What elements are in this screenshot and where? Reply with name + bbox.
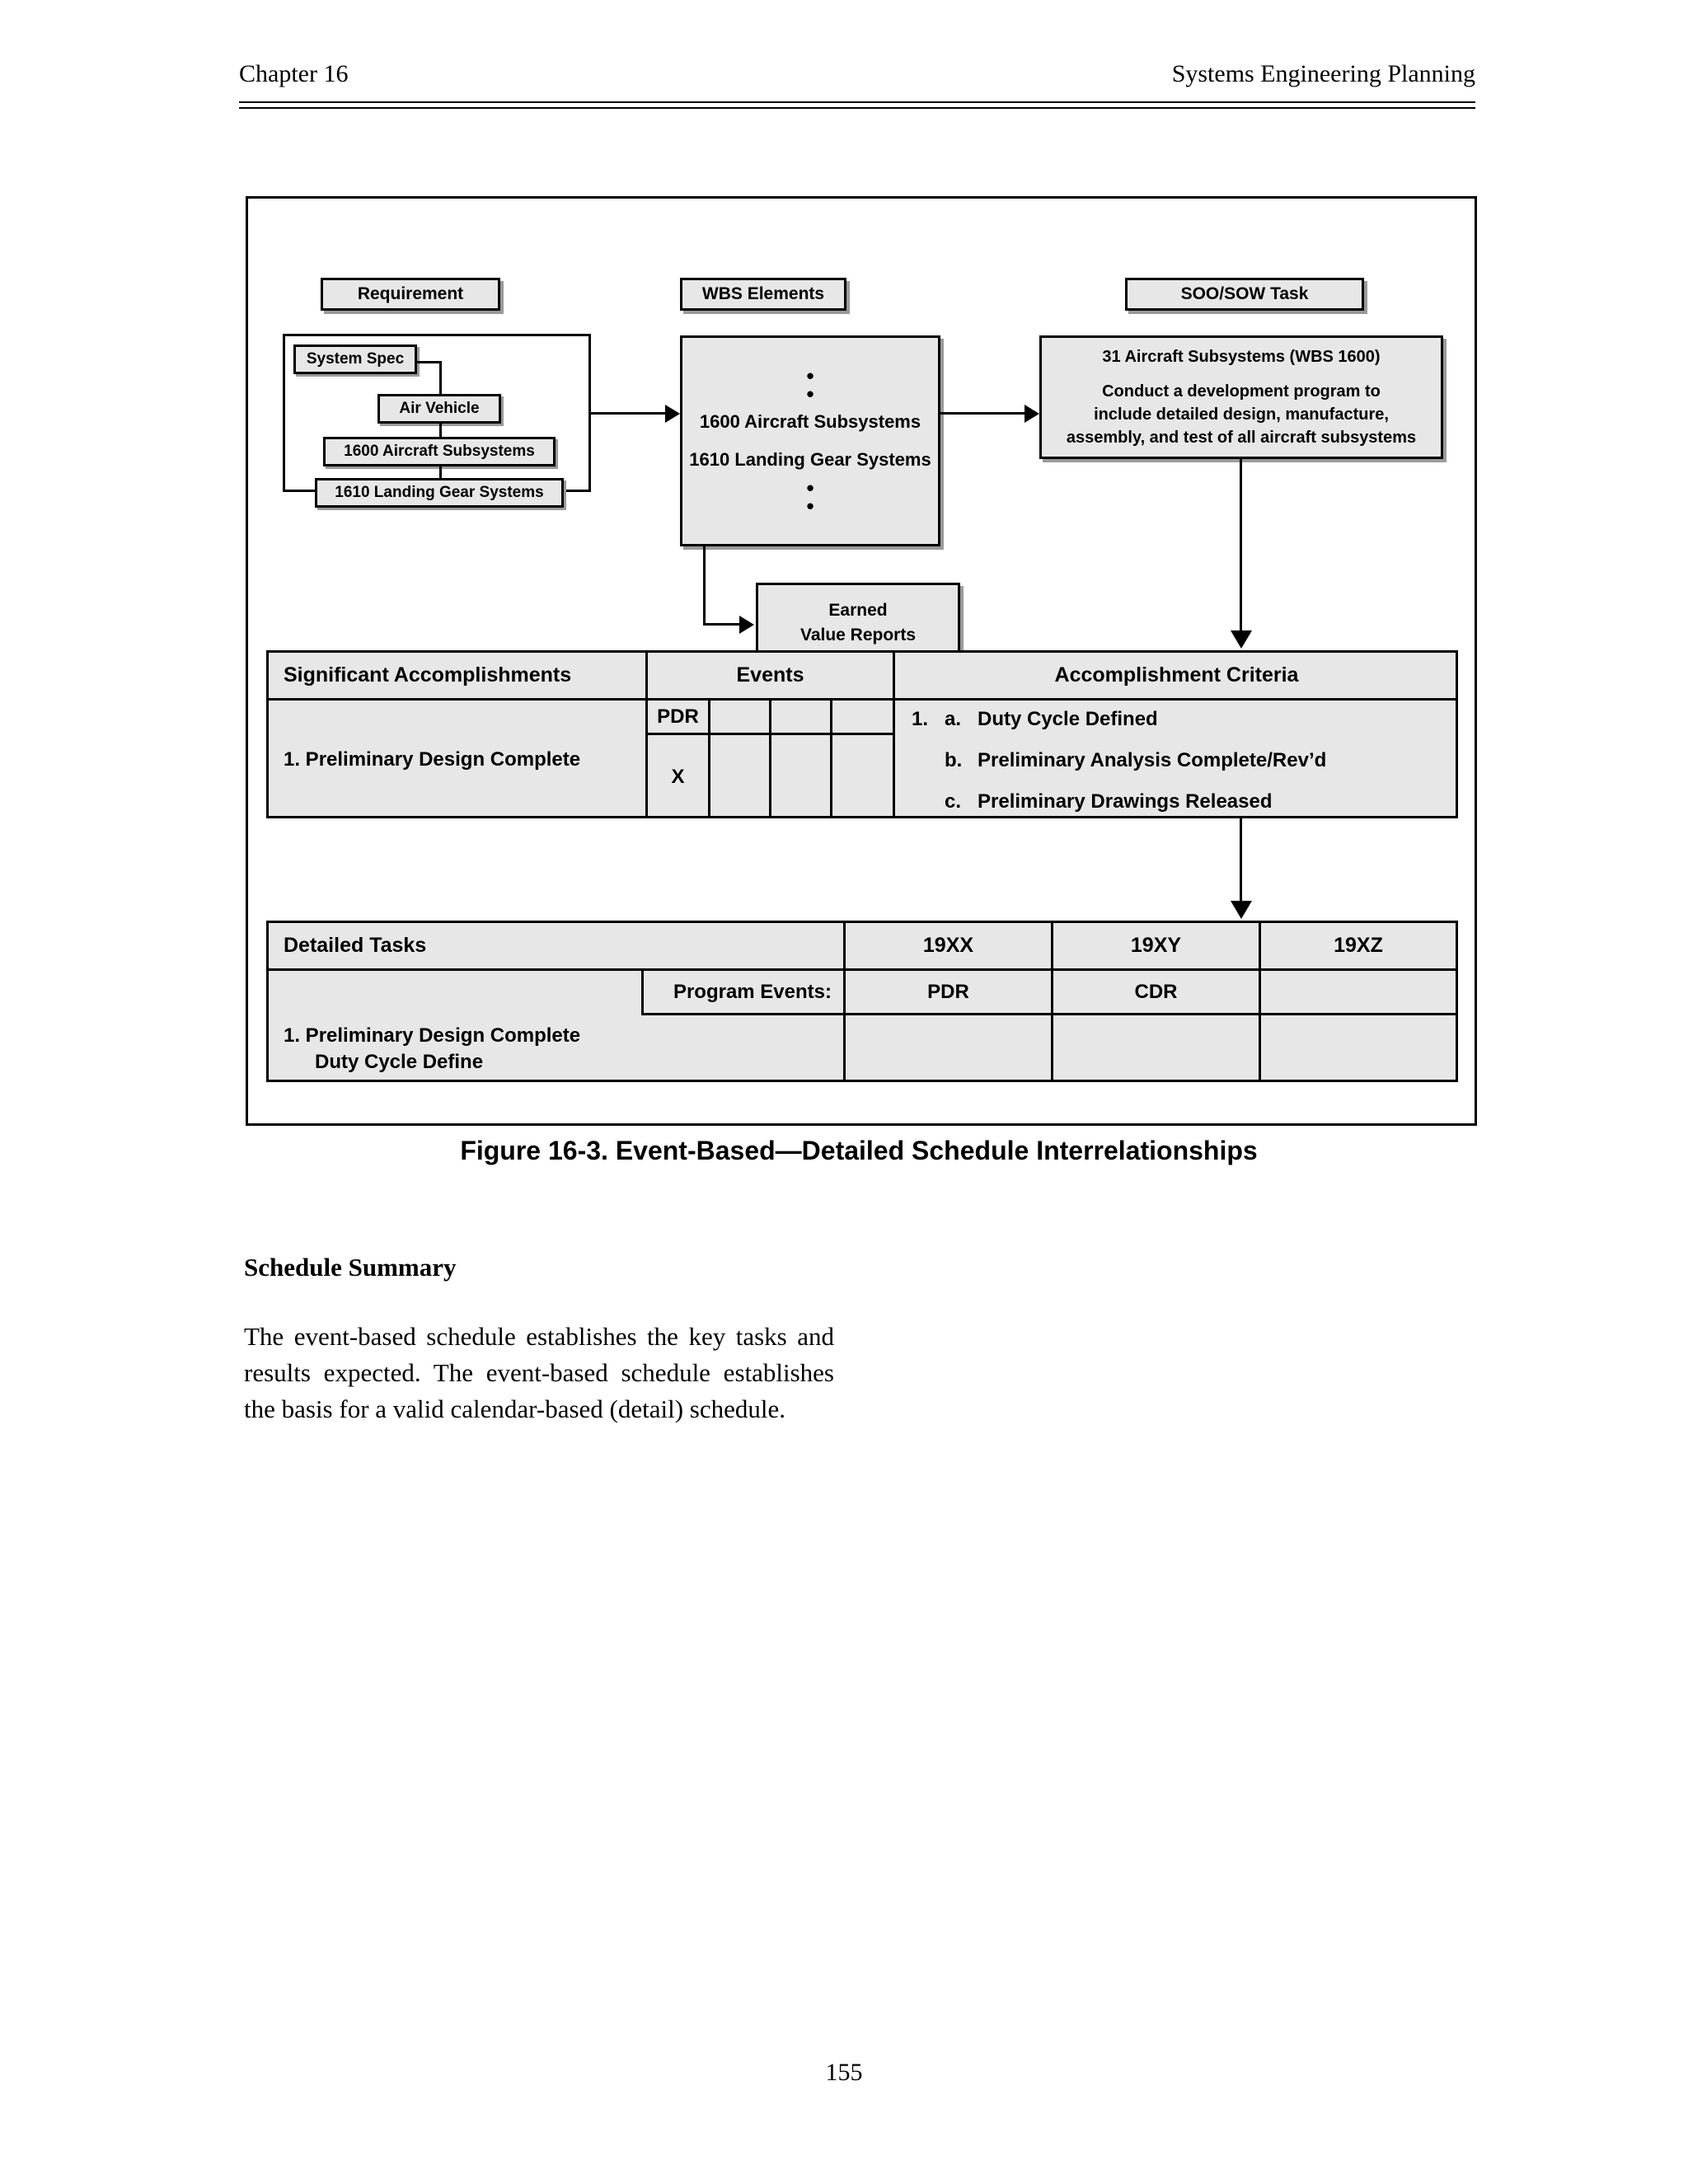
connector-accomplishments-to-detailed-line — [1240, 818, 1242, 905]
arrow-wbs-to-sow — [1025, 405, 1039, 423]
sow-title-line: 31 Aircraft Subsystems (WBS 1600) — [1102, 348, 1381, 366]
column-heading-soo-sow-task: SOO/SOW Task — [1125, 278, 1364, 311]
criteria-item-1-letter: a. — [945, 708, 962, 730]
figure-caption: Figure 16-3. Event-Based—Detailed Schedu… — [460, 1136, 1258, 1165]
detailed-task-row-1: 1. Preliminary Design Complete Duty Cycl… — [269, 1015, 846, 1082]
arrow-accomplishments-to-detailed — [1231, 901, 1252, 919]
criteria-item-2: b. Preliminary Analysis Complete/Rev’d — [912, 745, 1456, 776]
connector-requirement-to-wbs-line — [591, 412, 668, 415]
event-mark-cell-2 — [710, 735, 771, 818]
wbs-bullet-4: • — [806, 494, 814, 518]
header-divider-rule — [239, 101, 1475, 109]
sow-body-line-3: assembly, and test of all aircraft subsy… — [1066, 429, 1417, 447]
soo-sow-task-box: 31 Aircraft Subsystems (WBS 1600) Conduc… — [1039, 335, 1443, 459]
accomplishment-row-label: 1. Preliminary Design Complete — [269, 701, 648, 818]
section-heading-schedule-summary: Schedule Summary — [244, 1253, 457, 1282]
arrow-requirement-to-wbs — [665, 405, 680, 423]
wbs-bullet-2: • — [806, 382, 814, 406]
event-header-cell-2 — [710, 701, 771, 735]
header-year-19xx: 19XX — [846, 923, 1053, 971]
requirement-tree-container: System Spec Air Vehicle 1600 Aircraft Su… — [283, 334, 591, 508]
criteria-item-2-letter: b. — [945, 749, 963, 771]
wbs-bullet-1: • — [806, 363, 814, 388]
requirement-box-1610-landing-gear-systems: 1610 Landing Gear Systems — [315, 478, 564, 508]
connector-1600-to-1610 — [439, 465, 442, 480]
earned-value-line-2: Value Reports — [799, 626, 917, 644]
arrow-sow-to-accomplishments — [1231, 630, 1252, 649]
connector-wbs-to-earned-value-vertical — [703, 546, 706, 626]
criteria-item-1: 1. a. Duty Cycle Defined — [912, 704, 1456, 735]
criteria-item-3-letter: c. — [945, 790, 962, 813]
program-events-label: Program Events: — [641, 971, 846, 1015]
earned-value-line-1: Earned — [828, 601, 888, 620]
chapter-label: Chapter 16 — [239, 60, 349, 87]
requirement-box-air-vehicle: Air Vehicle — [377, 394, 501, 424]
figure-frame: Requirement WBS Elements SOO/SOW Task Sy… — [246, 196, 1477, 1126]
requirement-box-1600-aircraft-subsystems: 1600 Aircraft Subsystems — [323, 437, 556, 466]
detailed-tasks-table: Detailed Tasks 19XX 19XY 19XZ Program Ev… — [266, 921, 1458, 1082]
connector-wbs-to-earned-value-horizontal — [703, 623, 743, 626]
document-title-label: Systems Engineering Planning — [1171, 60, 1475, 87]
criteria-item-1-number: 1. — [912, 708, 929, 730]
criteria-item-3: c. Preliminary Drawings Released — [912, 786, 1456, 818]
criteria-item-3-text: Preliminary Drawings Released — [978, 790, 1273, 813]
program-event-19xz — [1261, 971, 1456, 1015]
header-significant-accomplishments: Significant Accomplishments — [269, 653, 648, 701]
detailed-task-line-1: 1. Preliminary Design Complete — [284, 1024, 581, 1047]
connector-air-vehicle-to-1600 — [439, 422, 442, 438]
header-year-19xz: 19XZ — [1261, 923, 1456, 971]
wbs-line-1610-landing-gear-systems: 1610 Landing Gear Systems — [689, 449, 931, 470]
column-heading-requirement: Requirement — [321, 278, 500, 311]
page-number: 155 — [825, 2059, 863, 2086]
program-event-19xx: PDR — [846, 971, 1053, 1015]
body-column: Schedule Summary The event-based schedul… — [244, 1253, 834, 1427]
criteria-item-1-text: Duty Cycle Defined — [978, 708, 1158, 730]
header-accomplishment-criteria: Accomplishment Criteria — [895, 653, 1458, 701]
significant-accomplishments-table: Significant Accomplishments Events Accom… — [266, 650, 1458, 818]
detailed-task-line-2: Duty Cycle Define — [315, 1050, 484, 1073]
sow-body-line-1: Conduct a development program to — [1102, 382, 1381, 401]
header-year-19xy: 19XY — [1053, 923, 1261, 971]
connector-sow-to-accomplishments-line — [1240, 459, 1242, 635]
event-header-cell-4 — [832, 701, 895, 735]
event-header-cell-3 — [771, 701, 832, 735]
event-mark-cell-3 — [771, 735, 832, 818]
detailed-task-cell-19xx — [846, 1015, 1053, 1082]
column-heading-wbs-elements: WBS Elements — [680, 278, 846, 311]
sow-body-line-2: include detailed design, manufacture, — [1094, 405, 1389, 424]
event-header-cell-1: PDR — [648, 701, 710, 735]
event-mark-cell-1: X — [648, 735, 710, 818]
program-event-19xy: CDR — [1053, 971, 1261, 1015]
requirement-box-system-spec: System Spec — [293, 344, 417, 374]
header-events: Events — [648, 653, 895, 701]
wbs-elements-box: • • 1600 Aircraft Subsystems 1610 Landin… — [680, 335, 940, 546]
page-running-head: Chapter 16 Systems Engineering Planning — [239, 58, 1475, 99]
body-paragraph: The event-based schedule establishes the… — [244, 1322, 834, 1423]
connector-system-spec-elbow-vertical — [439, 361, 442, 396]
wbs-line-1600-aircraft-subsystems: 1600 Aircraft Subsystems — [699, 411, 921, 432]
connector-system-spec-elbow-horizontal — [415, 361, 442, 363]
event-mark-cell-4 — [832, 735, 895, 818]
detailed-tasks-spacer-cell — [269, 971, 641, 1015]
detailed-task-cell-19xz — [1261, 1015, 1456, 1082]
header-detailed-tasks: Detailed Tasks — [269, 923, 846, 971]
connector-wbs-to-sow-line — [940, 412, 1028, 415]
detailed-task-cell-19xy — [1053, 1015, 1261, 1082]
criteria-item-2-text: Preliminary Analysis Complete/Rev’d — [978, 749, 1327, 771]
wbs-bullet-3: • — [806, 476, 814, 500]
arrow-wbs-to-earned-value — [739, 616, 754, 634]
